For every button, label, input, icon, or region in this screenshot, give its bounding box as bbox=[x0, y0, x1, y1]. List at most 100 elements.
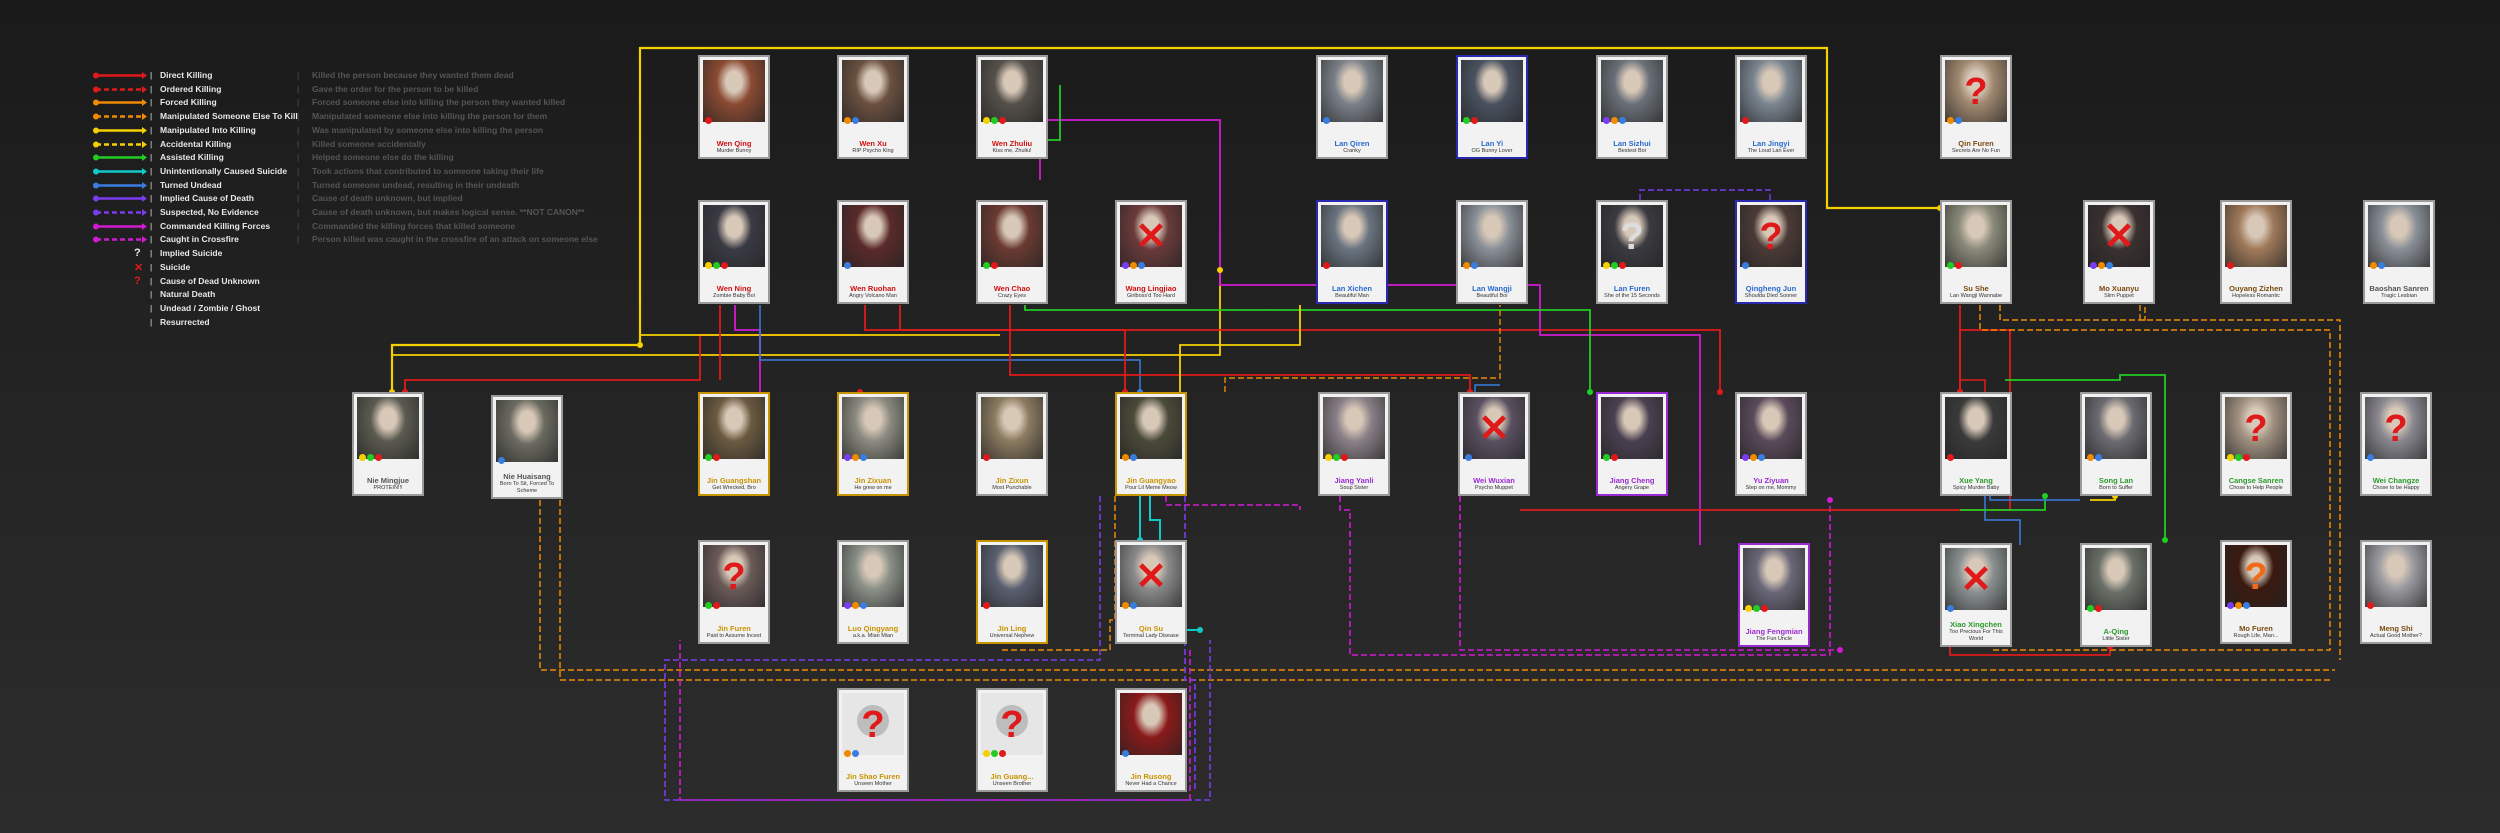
legend-divider: | bbox=[297, 193, 300, 204]
badge-icon bbox=[1465, 454, 1472, 461]
portrait-image bbox=[703, 397, 765, 459]
relation-line bbox=[1459, 496, 1840, 651]
character-name: Nie Mingjue bbox=[366, 476, 410, 485]
badge-icon bbox=[991, 117, 998, 124]
death-badges bbox=[983, 448, 991, 461]
badge-icon bbox=[1761, 605, 1768, 612]
character-epithet: She of the 15 Seconds bbox=[1604, 293, 1660, 299]
character-name: Wen Xu bbox=[859, 139, 887, 148]
death-badges bbox=[1603, 256, 1627, 269]
relation-line bbox=[664, 496, 1211, 801]
badge-icon bbox=[844, 117, 851, 124]
relation-line bbox=[864, 305, 1126, 392]
badge-icon bbox=[1603, 262, 1610, 269]
legend-divider: | bbox=[150, 193, 153, 204]
character-name: Su She bbox=[1963, 284, 1989, 293]
relation-line bbox=[1989, 496, 2080, 501]
character-card[interactable]: ?Jin Guang...Unseen Brother bbox=[976, 688, 1048, 792]
portrait-image bbox=[1740, 397, 1802, 459]
badge-icon bbox=[2243, 602, 2250, 609]
badge-icon bbox=[983, 262, 990, 269]
legend-divider: | bbox=[150, 70, 153, 80]
character-name: Jin Rusong bbox=[1130, 772, 1172, 781]
badge-icon bbox=[2235, 602, 2242, 609]
death-badges bbox=[1122, 448, 1138, 461]
legend-symbol bbox=[92, 96, 148, 109]
portrait-image bbox=[1120, 397, 1182, 459]
death-badges bbox=[1742, 448, 1766, 461]
relation-line bbox=[2005, 374, 2166, 540]
portrait-image bbox=[1321, 205, 1383, 267]
suicide-mark-icon: ✕ bbox=[1135, 216, 1167, 258]
unknown-death-mark-icon: ? bbox=[1964, 71, 1988, 113]
character-epithet: Beautiful Man bbox=[1335, 293, 1369, 299]
death-badges bbox=[2370, 256, 2386, 269]
line-endpoint bbox=[1217, 267, 1223, 273]
badge-icon bbox=[1758, 454, 1765, 461]
legend-label: Turned Undead bbox=[160, 179, 222, 190]
portrait-image bbox=[981, 397, 1043, 459]
legend-label: Unintentionally Caused Suicide bbox=[160, 165, 288, 176]
badge-icon bbox=[1325, 454, 1332, 461]
badge-icon bbox=[983, 750, 990, 757]
badge-icon bbox=[1611, 117, 1618, 124]
relation-line bbox=[2139, 300, 2146, 321]
death-badges bbox=[705, 111, 713, 124]
portrait-image bbox=[703, 545, 765, 607]
unknown-death-mark-icon: ? bbox=[2384, 408, 2408, 450]
character-epithet: Actual Good Mother? bbox=[2370, 633, 2422, 639]
legend-symbol bbox=[92, 83, 148, 96]
